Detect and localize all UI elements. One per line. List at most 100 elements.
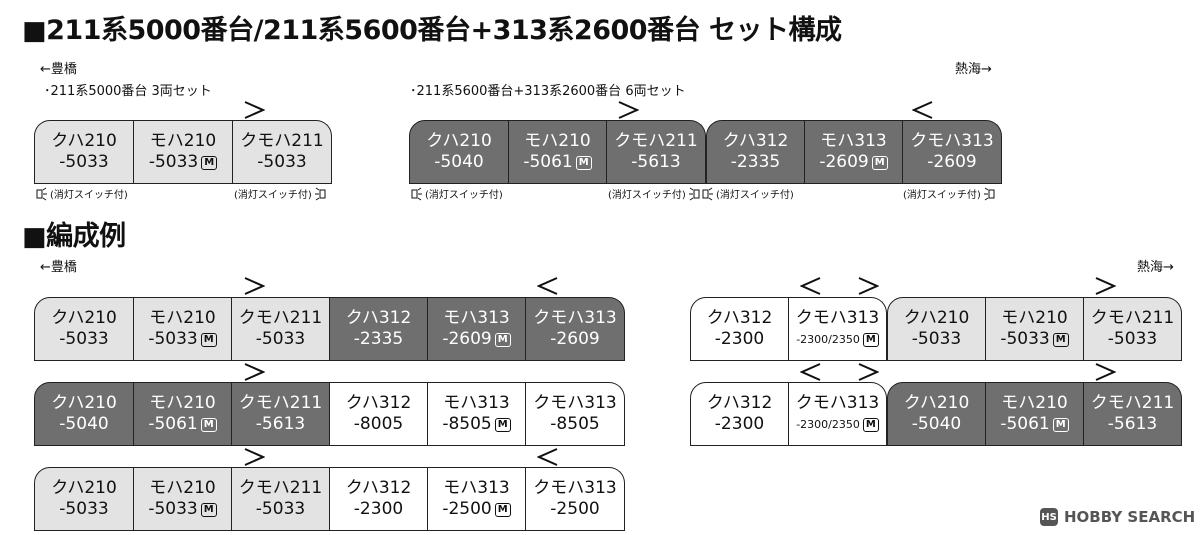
pantograph-icon [244,277,265,295]
light-note-b4: (消灯スイッチ付) [903,186,997,201]
pantograph-icon [1095,363,1116,381]
car-name: クモハ211 [238,308,323,328]
car-name: モハ210 [149,478,216,498]
car-kumoha211: クモハ211-5033 [1084,297,1182,361]
car-number-text: -2500 [442,499,492,519]
square-icon: ■ [22,16,47,46]
light-note-text: (消灯スイッチ付) [425,190,503,201]
car-number-text: -2609 [442,329,492,349]
car-number-text: -8505 [442,414,492,434]
section-title-sets-text: 211系5000番台/211系5600番台+313系2600番台 セット構成 [46,15,842,46]
car-name: クモハ211 [614,131,698,151]
motor-icon: M [494,417,511,432]
car-number: -5613 [631,152,680,173]
direction-right-bottom: 熱海→ [1137,260,1174,275]
pantograph-icon [800,277,821,295]
motor-icon: M [1052,417,1069,432]
motor-icon: M [871,155,888,170]
light-note-text: (消灯スイッチ付) [234,190,312,201]
direction-left-bottom: ←豊橋 [40,260,77,275]
car-number: -5040 [434,152,483,173]
car-number-text: -5033 [59,152,109,172]
motor-icon: M [201,155,218,170]
car-kumoha313: クモハ313 -2609 [903,120,1002,184]
car-number: -2300 [354,499,403,520]
motor-icon: M [494,332,511,347]
car-kuha210: クハ210-5033 [34,467,134,531]
headlight-icon [36,187,47,200]
car-number: -5033 [257,152,306,173]
car-number-text: -5061 [523,152,573,172]
headlight-icon [983,187,995,200]
car-number-text: -5040 [59,414,109,434]
car-kumoha211: クモハ211 -5613 [607,120,706,184]
car-number-text: -5033 [255,329,306,349]
car-name: モハ210 [1001,308,1068,328]
pantograph-icon [618,101,639,119]
car-kumoha211: クモハ211-5033 [232,467,330,531]
car-kuha312: クハ312-2300 [690,297,789,361]
car-number-text: -2500 [550,499,600,519]
pantograph-icon [537,277,558,295]
car-name: クモハ313 [533,308,617,328]
watermark-text: HOBBY SEARCH [1064,508,1196,526]
pantograph-icon [1095,277,1116,295]
light-note-b1: (消灯スイッチ付) [409,186,503,201]
car-number: -5613 [1108,414,1157,435]
car-name: クモハ211 [1090,393,1175,413]
light-note-right: (消灯スイッチ付) [234,186,328,201]
car-number-text: -5033 [59,329,109,349]
car-number-text: -2300 [353,499,404,519]
car-number: -5040 [59,414,108,435]
car-kuha210: クハ210 -5040 [409,120,509,184]
car-number-text: -5613 [631,152,681,172]
car-name: クハ312 [706,393,773,413]
headlight-icon [688,187,700,200]
car-kuha312: クハ312-2335 [330,297,428,361]
car-number: -2609 [927,152,976,173]
car-number: -5040 [912,414,961,435]
car-name: クハ210 [51,308,117,328]
pantograph-icon [858,363,879,381]
car-kumoha211: クモハ211-5613 [1084,382,1182,446]
car-kuha210: クハ210-5033 [887,297,986,361]
car-name: クハ210 [426,131,492,151]
car-number-text: -5033 [911,329,962,349]
car-name: クハ312 [345,308,412,328]
car-number-text: -5033 [1000,329,1050,349]
car-kuha210: クハ210-5040 [34,382,134,446]
car-name: クハ312 [722,131,789,151]
pantograph-icon [244,363,265,381]
car-kuha312: クハ312 -2335 [706,120,805,184]
car-number-text: -5040 [434,152,484,172]
motor-icon: M [200,332,217,347]
headlight-icon [314,187,326,200]
car-number-text: -5033 [257,152,307,172]
car-number: -8505 [550,414,599,435]
headlight-icon [411,187,422,200]
car-kuha312: クハ312-2300 [330,467,428,531]
car-number: -2335 [731,152,780,173]
car-number: -5033 [59,329,108,350]
pantograph-icon [800,363,821,381]
pantograph-icon [537,448,558,466]
watermark: HS HOBBY SEARCH [1040,508,1195,526]
car-number-text: -5613 [1107,414,1158,434]
car-name: クモハ211 [240,131,324,151]
car-number: -5613 [256,414,305,435]
